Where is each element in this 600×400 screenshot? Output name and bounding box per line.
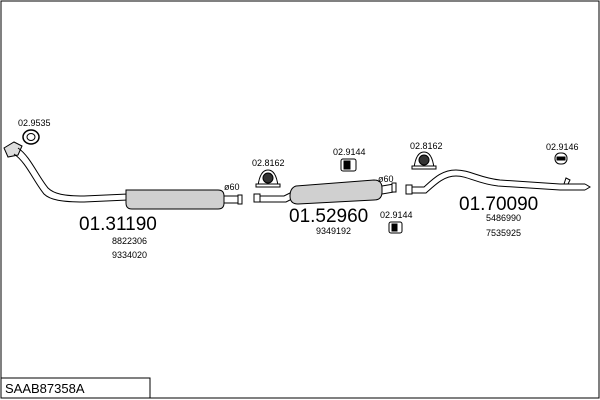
clamp-icon <box>388 221 403 234</box>
part-number: 01.70090 <box>459 194 538 215</box>
accessory-code: 02.8162 <box>252 158 285 168</box>
front-pipe-assembly <box>3 141 243 210</box>
pipe-diameter-label: ø60 <box>378 174 394 184</box>
diagram-code: SAAB87358A <box>5 381 85 396</box>
accessory-code: 02.9144 <box>380 210 413 220</box>
clamp-icon <box>340 158 357 172</box>
part-number: 01.52960 <box>289 206 368 227</box>
part-number: 01.31190 <box>79 214 157 235</box>
oe-reference: 9349192 <box>316 226 351 236</box>
front-flange <box>3 141 23 158</box>
pipe-diameter-label: ø60 <box>224 182 240 192</box>
title-box <box>0 377 151 399</box>
oe-reference: 8822306 <box>112 236 147 246</box>
oe-reference: 5486990 <box>486 213 521 223</box>
accessory-code: 02.9146 <box>546 142 579 152</box>
gasket-ring-icon <box>22 129 40 145</box>
middle-silencer <box>289 179 383 205</box>
rubber-hanger-icon <box>411 151 437 170</box>
oe-reference: 7535925 <box>486 228 521 238</box>
rubber-hanger-icon <box>255 169 281 188</box>
middle-silencer-assembly <box>253 179 397 205</box>
front-silencer <box>125 189 225 210</box>
clamp-icon <box>554 152 568 165</box>
tail-pipe-assembly <box>405 169 591 195</box>
accessory-code: 02.9144 <box>333 147 366 157</box>
oe-reference: 9334020 <box>112 250 147 260</box>
accessory-code: 02.8162 <box>410 141 443 151</box>
accessory-code: 02.9535 <box>18 118 51 128</box>
